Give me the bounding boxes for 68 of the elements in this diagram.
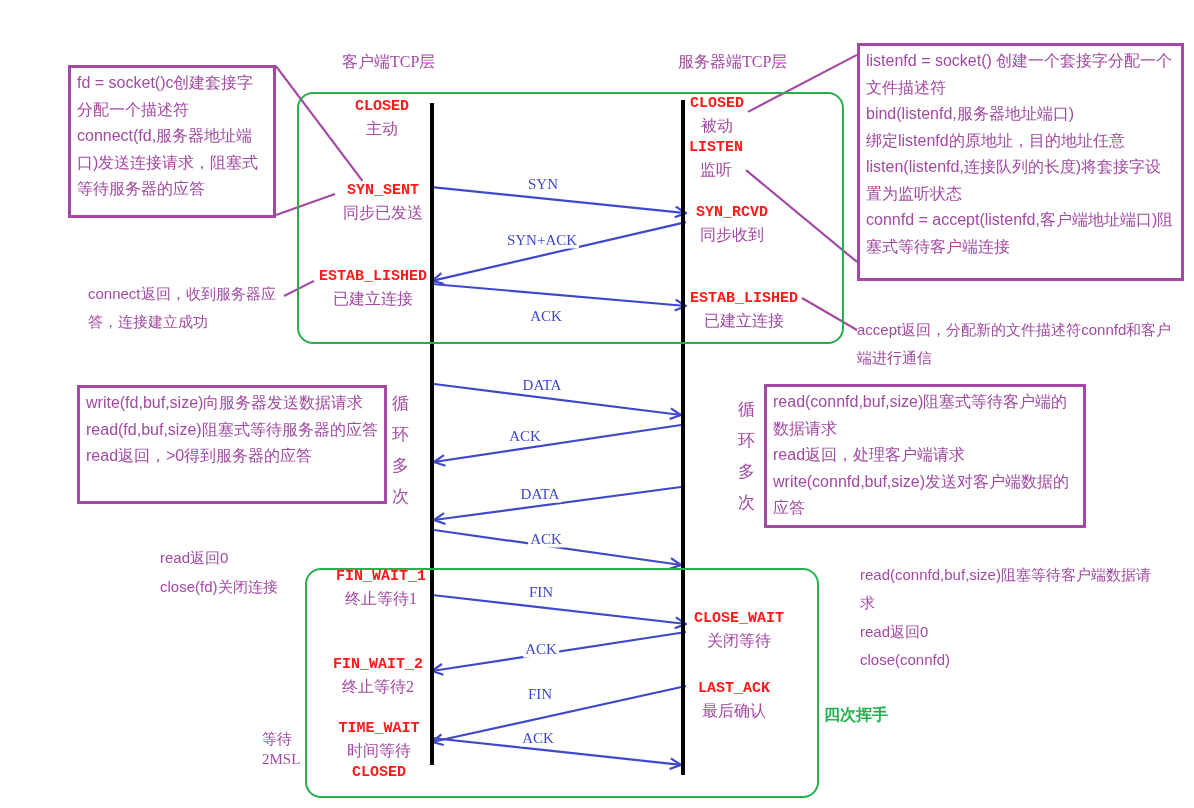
state-description: 主动	[365, 119, 399, 139]
annotation-text: read返回0	[160, 548, 229, 568]
state-description: 同步收到	[699, 225, 765, 245]
arrow	[431, 593, 688, 630]
note-text: write(fd,buf,size)向服务器发送数据请求	[86, 393, 365, 413]
leader-line	[801, 297, 858, 331]
state-description: 同步已发送	[342, 203, 424, 223]
note-box	[857, 43, 1184, 281]
state-description: 关闭等待	[706, 631, 772, 651]
annotation-text: read返回0	[860, 622, 929, 642]
note-text: connect(fd,服务器地址端口)发送连接请求，阻塞式等待服务器的应答	[77, 126, 260, 199]
state-description: 最后确认	[701, 701, 767, 721]
state-description: 终止等待1	[344, 589, 418, 609]
annotation-text: close(fd)关闭连接	[160, 577, 278, 597]
state-name: LISTEN	[688, 138, 744, 158]
note-text: read(fd,buf,size)阻塞式等待服务器的应答	[86, 419, 378, 440]
state-description: 被动	[700, 116, 734, 136]
state-name: FIN_WAIT_1	[335, 567, 427, 587]
arrow	[431, 736, 683, 771]
annotation-text: accept返回，分配新的文件描述符connfd和客户端进行通信	[857, 316, 1175, 372]
leader-line	[275, 65, 364, 182]
phase-frame	[297, 92, 844, 344]
note-text: bind(listenfd,服务器地址端口)	[866, 104, 1076, 124]
state-name: CLOSED	[354, 97, 410, 117]
leader-line	[747, 53, 858, 113]
leader-line	[745, 169, 858, 263]
state-description: 时间等待	[346, 741, 412, 761]
state-description: 已建立连接	[703, 311, 785, 331]
state-name: LAST_ACK	[697, 679, 771, 699]
arrow	[432, 423, 682, 467]
note-text: read返回，>0得到服务器的应答	[86, 446, 314, 466]
state-description: 终止等待2	[341, 677, 415, 697]
lifeline-heading: 服务器端TCP层	[678, 52, 788, 72]
leader-line	[275, 192, 336, 216]
wait-note: 等待2MSL	[262, 730, 302, 769]
arrow	[431, 282, 688, 312]
note-text: write(connfd,buf,size)发送对客户端数据的应答	[773, 471, 1071, 518]
loop-note: 循环多次	[390, 393, 410, 508]
phase-frame	[305, 568, 819, 798]
lifeline	[430, 103, 434, 765]
state-name: FIN_WAIT_2	[332, 655, 424, 675]
note-box	[77, 385, 387, 504]
note-text: connfd = accept(listenfd,客户端地址端口)阻塞式等待客户端连接	[866, 210, 1175, 257]
annotation-text: connect返回，收到服务器应答，连接建立成功	[88, 280, 284, 336]
state-description: 监听	[699, 160, 733, 180]
leader-line	[283, 279, 315, 297]
loop-note: 循环多次	[736, 399, 756, 514]
note-text: 绑定listenfd的原地址，目的地址任意	[866, 130, 1126, 151]
annotation-text: close(connfd)	[860, 650, 951, 670]
state-description: 已建立连接	[332, 289, 414, 309]
phase-title: 四次挥手	[824, 705, 888, 725]
note-text: read返回，处理客户端请求	[773, 445, 967, 465]
state-name: ESTAB_LISHED	[318, 267, 428, 287]
state-name: CLOSE_WAIT	[693, 609, 785, 629]
lifeline-heading: 客户端TCP层	[342, 52, 436, 72]
arrow	[433, 382, 683, 421]
note-box	[764, 384, 1086, 528]
state-name: CLOSED	[351, 763, 407, 783]
note-box	[68, 65, 276, 218]
arrow	[432, 485, 682, 525]
lifeline	[681, 100, 685, 775]
state-name: ESTAB_LISHED	[689, 289, 799, 309]
state-name: SYN_SENT	[346, 181, 420, 201]
state-name: TIME_WAIT	[337, 719, 421, 739]
state-name: SYN_RCVD	[695, 203, 769, 223]
state-name: CLOSED	[689, 94, 745, 114]
arrow	[433, 528, 683, 570]
arrow	[431, 186, 688, 219]
